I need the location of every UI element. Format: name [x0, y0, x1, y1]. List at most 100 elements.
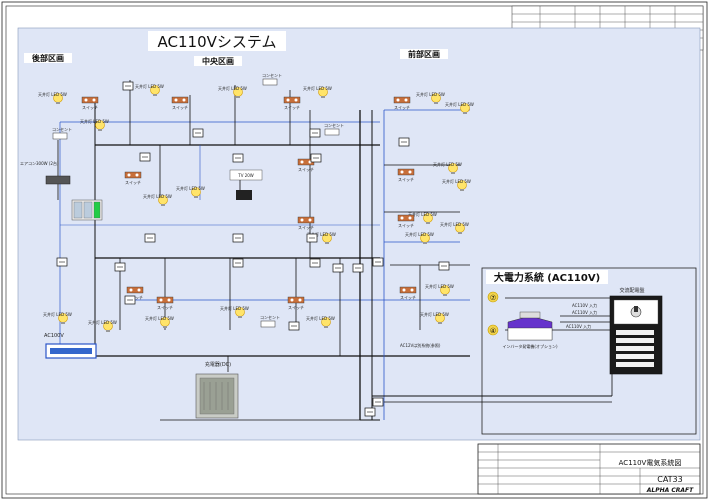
led-label: 天井灯 LED 5W	[433, 161, 462, 167]
switch-label: スイッチ	[82, 105, 98, 110]
title-block	[477, 443, 701, 495]
led-label: 天井灯 LED 5W	[143, 193, 172, 199]
distribution-panel	[609, 295, 663, 375]
led-bulb-icon	[420, 233, 430, 244]
junction-box-icon	[306, 233, 318, 243]
switch-icon	[156, 296, 174, 304]
junction-box-icon	[232, 258, 244, 268]
junction-box-icon	[114, 262, 126, 272]
junction-box-icon	[398, 137, 410, 147]
outlet-icon	[324, 128, 340, 136]
led-bulb-icon	[322, 233, 332, 244]
led-label: 天井灯 LED 5W	[440, 221, 469, 227]
ac-input-2: AC110V 入力	[572, 309, 597, 315]
switch-label: スイッチ	[125, 180, 141, 185]
led-bulb-icon	[431, 93, 441, 104]
led-bulb-icon	[103, 321, 113, 332]
sheet-inner-frame	[5, 5, 704, 495]
zone-rear-label: 後部区画	[32, 53, 64, 63]
ac-input-1: AC110V 入力	[572, 302, 597, 308]
distribution-panel-label: 交流配電盤	[619, 287, 644, 294]
marker-7: ⑦	[490, 294, 496, 302]
switch-icon	[126, 286, 144, 294]
aircon-unit	[45, 175, 103, 221]
zone-center-label: 中央区画	[202, 56, 234, 66]
inverter-100v	[45, 343, 97, 359]
led-bulb-icon	[58, 313, 68, 324]
switch-icon	[399, 286, 417, 294]
outlet-label: コンセント	[262, 73, 282, 78]
junction-box-icon	[364, 407, 376, 417]
outlet-label: コンセント	[324, 123, 344, 128]
aircon-label: エアコン300W (2台)	[20, 160, 59, 166]
bottom-note: AC12Vは別系統(参照)	[400, 342, 441, 348]
led-bulb-icon	[235, 307, 245, 318]
outlet-icon	[52, 132, 68, 140]
switch-label: スイッチ	[288, 305, 304, 310]
led-label: 天井灯 LED 5W	[445, 101, 474, 107]
junction-box-icon	[372, 257, 384, 267]
led-label: 天井灯 LED 5W	[405, 231, 434, 237]
zone-front-bg	[400, 49, 448, 59]
switch-icon	[397, 168, 415, 176]
led-label: 天井灯 LED 5W	[80, 118, 109, 124]
switch-label: スイッチ	[398, 223, 414, 228]
led-label: 天井灯 LED 5W	[38, 91, 67, 97]
switch-icon	[171, 96, 189, 104]
led-label: 天井灯 LED 5W	[303, 85, 332, 91]
led-label: 天井灯 LED 5W	[135, 83, 164, 89]
led-label: 天井灯 LED 5W	[43, 311, 72, 317]
charger-unit	[195, 373, 239, 419]
outlet-icon	[260, 320, 276, 328]
led-label: 天井灯 LED 5W	[420, 311, 449, 317]
tv-unit	[229, 169, 263, 200]
led-bulb-icon	[448, 163, 458, 174]
led-bulb-icon	[53, 93, 63, 104]
switch-icon	[393, 96, 411, 104]
switch-label: スイッチ	[394, 105, 410, 110]
led-bulb-icon	[160, 317, 170, 328]
led-bulb-icon	[440, 285, 450, 296]
inverter-generator	[507, 311, 553, 341]
junction-box-icon	[124, 295, 136, 305]
ac-input-3: AC110V 入力	[566, 323, 591, 329]
led-label: 天井灯 LED 5W	[306, 315, 335, 321]
junction-box-icon	[122, 81, 134, 91]
switch-icon	[287, 296, 305, 304]
switch-label: スイッチ	[298, 167, 314, 172]
led-label: 天井灯 LED 5W	[307, 231, 336, 237]
drawing-title: AC110V電気系統図	[619, 458, 682, 467]
switch-icon	[297, 216, 315, 224]
led-label: 天井灯 LED 5W	[176, 185, 205, 191]
switch-icon	[397, 214, 415, 222]
led-label: 天井灯 LED 5W	[88, 319, 117, 325]
main-title-bg	[148, 31, 286, 51]
switch-label: スイッチ	[298, 225, 314, 230]
switch-label: スイッチ	[400, 295, 416, 300]
junction-box-icon	[56, 257, 68, 267]
led-bulb-icon	[158, 195, 168, 206]
led-bulb-icon	[457, 180, 467, 191]
led-bulb-icon	[95, 120, 105, 131]
junction-box-icon	[139, 152, 151, 162]
led-label: 天井灯 LED 5W	[416, 91, 445, 97]
led-label: 天井灯 LED 5W	[425, 283, 454, 289]
high-power-area	[481, 267, 697, 435]
marker-4: ④	[490, 327, 496, 335]
zone-center-bg	[194, 56, 242, 66]
junction-box-icon	[232, 233, 244, 243]
led-bulb-icon	[321, 317, 331, 328]
switch-icon	[124, 171, 142, 179]
switch-label: スイッチ	[172, 105, 188, 110]
junction-box-icon	[438, 261, 450, 271]
led-bulb-icon	[150, 85, 160, 96]
switch-label: スイッチ	[284, 105, 300, 110]
switch-icon	[283, 96, 301, 104]
led-bulb-icon	[233, 87, 243, 98]
switch-label: スイッチ	[157, 305, 173, 310]
junction-box-icon	[309, 258, 321, 268]
junction-box-icon	[144, 233, 156, 243]
switch-icon	[81, 96, 99, 104]
led-bulb-icon	[191, 187, 201, 198]
